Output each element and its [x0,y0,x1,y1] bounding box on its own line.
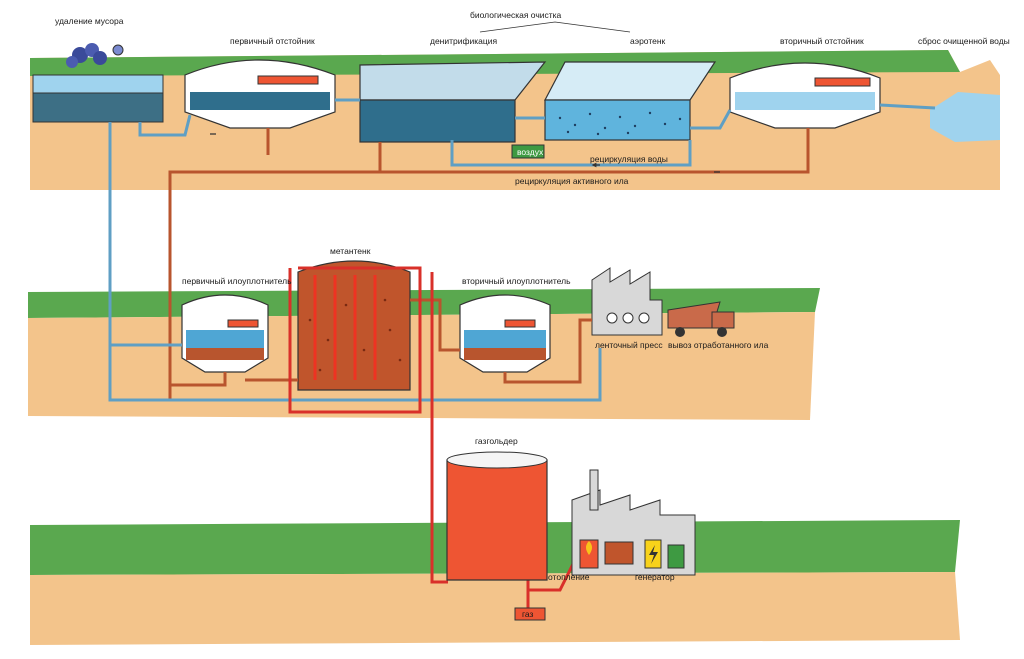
label-primary-thickener: первичный илоуплотнитель [182,276,292,286]
power-plant-building [571,469,696,576]
screen-tank [32,43,164,123]
bio-group-bracket [479,21,631,33]
label-heating: отопление [548,572,590,582]
digester [297,260,411,391]
secondary-thickener [459,294,551,373]
label-secondary-thickener: вторичный илоуплотнитель [462,276,571,286]
aerotank [511,61,717,159]
label-gasholder: газгольдер [475,436,518,446]
gasholder [446,451,548,581]
secondary-clarifier [729,62,881,129]
label-water-recirc: рециркуляция воды [590,154,668,164]
lightning-icon [649,545,658,564]
label-sludge-recirc: рециркуляция активного ила [515,176,629,186]
label-primary-clarifier: первичный отстойник [230,36,315,46]
level1-water-pipes [138,98,936,167]
primary-thickener [181,294,269,373]
labels: биологическая очистка удаление мусора пе… [55,10,1010,619]
label-denitrification: денитрификация [430,36,497,46]
label-bio-group: биологическая очистка [470,10,562,20]
level1-arrow-heads [210,133,720,173]
label-digester: метантенк [330,246,371,256]
denitrification-tank [359,61,547,143]
trash-pile-icon [66,43,124,68]
label-sludge-removal: вывоз отработанного ила [668,340,769,350]
label-aerotank: аэротенк [630,36,666,46]
primary-clarifier [184,59,336,129]
label-secondary-clarifier: вторичный отстойник [780,36,864,46]
label-discharge: сброс очищенной воды [918,36,1010,46]
river [930,92,1000,142]
flame-icon [586,541,592,555]
belt-press-building [591,267,663,336]
label-generator: генератор [635,572,675,582]
level1-sludge-pipes [168,128,810,400]
label-trash: удаление мусора [55,16,124,26]
label-air: воздух [517,147,544,157]
gas-outlet [514,607,546,621]
return-water-pipe [108,122,602,402]
label-gas: газ [522,609,534,619]
truck-icon [667,301,735,337]
label-belt-press: ленточный пресс [595,340,663,350]
